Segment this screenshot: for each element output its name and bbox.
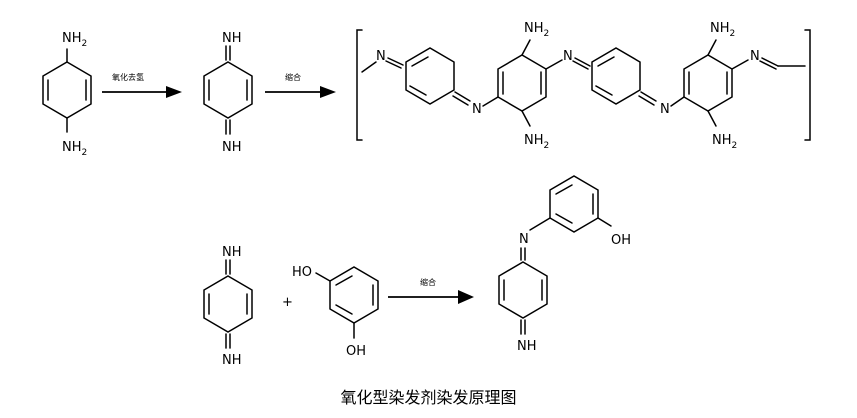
arrow-label-condense: 缩合 [285,72,301,82]
reaction-arrow-condense-bottom: 缩合 [388,277,474,304]
nh-label: NH [222,31,242,46]
nh-label: NH [222,140,242,155]
nh2-label: NH2 [524,21,549,39]
nh-label: NH [222,245,242,260]
oh-label: OH [611,233,631,248]
nh2-label: NH2 [710,21,735,39]
n-label: N [660,102,670,117]
reaction-arrow-condense-top: 缩合 [265,72,336,98]
nh2-label: NH2 [524,133,549,151]
reaction-arrow-oxidize: 氧化去氢 [102,72,182,98]
n-label: N [472,102,482,117]
molecule-resorcinol: HO OH [292,265,379,359]
nh-label: NH [222,353,242,368]
nh2-label: NH2 [62,31,87,49]
nh2-label: NH2 [62,140,87,158]
n-label: N [376,49,386,64]
molecule-quinone-diimine: NH NH [203,31,253,155]
nh2-label: NH2 [712,133,737,151]
molecule-condensation-product: OH N NH [498,175,631,354]
ho-label: HO [292,265,312,280]
right-bracket [804,29,811,141]
arrow-label-oxidize: 氧化去氢 [112,72,144,82]
n-label: N [563,49,573,64]
molecule-p-phenylenediamine: NH2 NH2 [42,31,92,158]
left-bracket [356,29,363,141]
oh-label: OH [346,344,366,359]
plus-sign: + [282,295,293,310]
n-label: N [519,232,529,247]
diagram-caption: 氧化型染发剂染发原理图 [340,388,517,407]
nh-label: NH [517,339,537,354]
arrow-label-condense: 缩合 [420,277,436,287]
molecule-quinone-diimine-bottom: NH NH [203,245,253,368]
n-label: N [750,49,760,64]
molecule-polymer-product: N N NH2 NH2 N N NH2 [356,21,811,151]
